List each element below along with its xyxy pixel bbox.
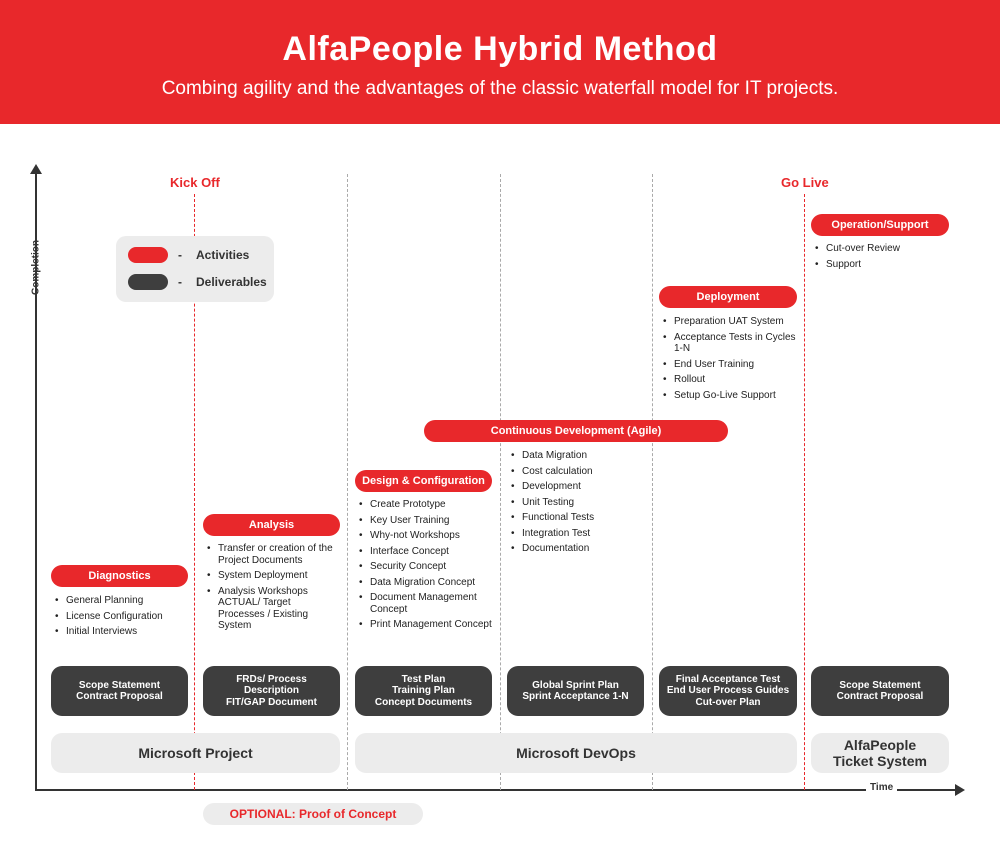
list-item: Analysis Workshops ACTUAL/ Target Proces… <box>207 586 340 632</box>
list-item: Interface Concept <box>359 546 492 558</box>
phase-deployment-list: Preparation UAT SystemAcceptance Tests i… <box>663 316 798 405</box>
golive-label: Go Live <box>781 175 829 190</box>
list-item: Documentation <box>511 543 646 555</box>
column-divider <box>500 174 501 790</box>
legend-swatch-activities <box>128 247 168 263</box>
kickoff-label: Kick Off <box>170 175 220 190</box>
optional-poc-badge: OPTIONAL: Proof of Concept <box>203 803 423 825</box>
list-item: Support <box>815 259 950 271</box>
tool-ticket-system: AlfaPeople Ticket System <box>811 733 949 773</box>
golive-line <box>804 194 805 790</box>
header-banner: AlfaPeople Hybrid Method Combing agility… <box>0 0 1000 124</box>
phase-diagnostics-list: General PlanningLicense ConfigurationIni… <box>55 595 190 642</box>
list-item: Acceptance Tests in Cycles 1-N <box>663 332 798 355</box>
deliverable-line: Final Acceptance Test <box>675 673 781 685</box>
phase-analysis-list: Transfer or creation of the Project Docu… <box>207 543 340 636</box>
list-item: Key User Training <box>359 515 492 527</box>
list-item: Security Concept <box>359 561 492 573</box>
legend-label-deliverables: Deliverables <box>196 275 267 289</box>
list-item: Rollout <box>663 374 798 386</box>
phase-diagnostics-pill: Diagnostics <box>51 565 188 587</box>
legend-separator: - <box>178 275 182 289</box>
legend-row-deliverables: - Deliverables <box>128 274 267 290</box>
deliverable-line: Global Sprint Plan <box>532 679 619 691</box>
list-item: End User Training <box>663 359 798 371</box>
deliverable-line: FRDs/ Process <box>236 673 307 685</box>
legend: - Activities - Deliverables <box>116 236 274 302</box>
legend-row-activities: - Activities <box>128 247 249 263</box>
phase-operation-pill: Operation/Support <box>811 214 949 236</box>
y-axis-arrow-icon <box>30 164 42 174</box>
x-axis-label: Time <box>866 782 898 793</box>
list-item: General Planning <box>55 595 190 607</box>
list-item: Create Prototype <box>359 499 492 511</box>
deliverable-line: Sprint Acceptance 1-N <box>522 691 629 702</box>
deliverable-line: Contract Proposal <box>836 691 924 702</box>
legend-separator: - <box>178 248 182 262</box>
list-item: Data Migration Concept <box>359 577 492 589</box>
list-item: Setup Go-Live Support <box>663 390 798 402</box>
list-item: License Configuration <box>55 611 190 623</box>
deliverable-line: Description <box>243 685 299 697</box>
kickoff-line <box>194 194 195 790</box>
phase-operation-list: Cut-over ReviewSupport <box>815 243 950 274</box>
list-item: Development <box>511 481 646 493</box>
tool-microsoft-project: Microsoft Project <box>51 733 340 773</box>
phase-continuous-pill: Continuous Development (Agile) <box>424 420 728 442</box>
column-divider <box>652 174 653 790</box>
phase-continuous-list: Data MigrationCost calculationDevelopmen… <box>511 450 646 559</box>
deliverable-line: Test Plan <box>401 673 446 685</box>
list-item: Cut-over Review <box>815 243 950 255</box>
deliverable-line: Cut-over Plan <box>695 696 761 708</box>
deliverable-line: Scope Statement <box>839 679 921 691</box>
x-axis-line <box>35 789 955 791</box>
phase-design-pill: Design & Configuration <box>355 470 492 492</box>
y-axis-line <box>35 172 37 790</box>
deliverable-line: Contract Proposal <box>76 691 163 702</box>
column-divider <box>347 174 348 790</box>
list-item: Document Management Concept <box>359 592 492 615</box>
list-item: Initial Interviews <box>55 626 190 638</box>
list-item: Cost calculation <box>511 466 646 478</box>
list-item: Unit Testing <box>511 497 646 509</box>
list-item: Preparation UAT System <box>663 316 798 328</box>
deliverable-line: FIT/GAP Document <box>226 696 317 708</box>
deliverable-line: End User Process Guides <box>666 685 790 697</box>
legend-swatch-deliverables <box>128 274 168 290</box>
legend-label-activities: Activities <box>196 248 250 262</box>
phase-analysis-pill: Analysis <box>203 514 340 536</box>
list-item: Print Management Concept <box>359 619 492 631</box>
list-item: Functional Tests <box>511 512 646 524</box>
page-subtitle: Combing agility and the advantages of th… <box>161 78 839 99</box>
y-axis-label: Completion <box>30 240 42 295</box>
list-item: System Deployment <box>207 570 340 582</box>
list-item: Why-not Workshops <box>359 530 492 542</box>
page-title: AlfaPeople Hybrid Method <box>282 30 718 68</box>
tool-microsoft-devops: Microsoft DevOps <box>355 733 797 773</box>
deliverable-line: Scope Statement <box>78 679 161 691</box>
deliverable-line: Concept Documents <box>374 696 473 708</box>
phase-design-list: Create PrototypeKey User TrainingWhy-not… <box>359 499 492 635</box>
list-item: Integration Test <box>511 528 646 540</box>
list-item: Transfer or creation of the Project Docu… <box>207 543 340 566</box>
list-item: Data Migration <box>511 450 646 462</box>
x-axis-arrow-icon <box>955 784 965 796</box>
deliverable-line: Training Plan <box>392 685 455 697</box>
phase-deployment-pill: Deployment <box>659 286 797 308</box>
